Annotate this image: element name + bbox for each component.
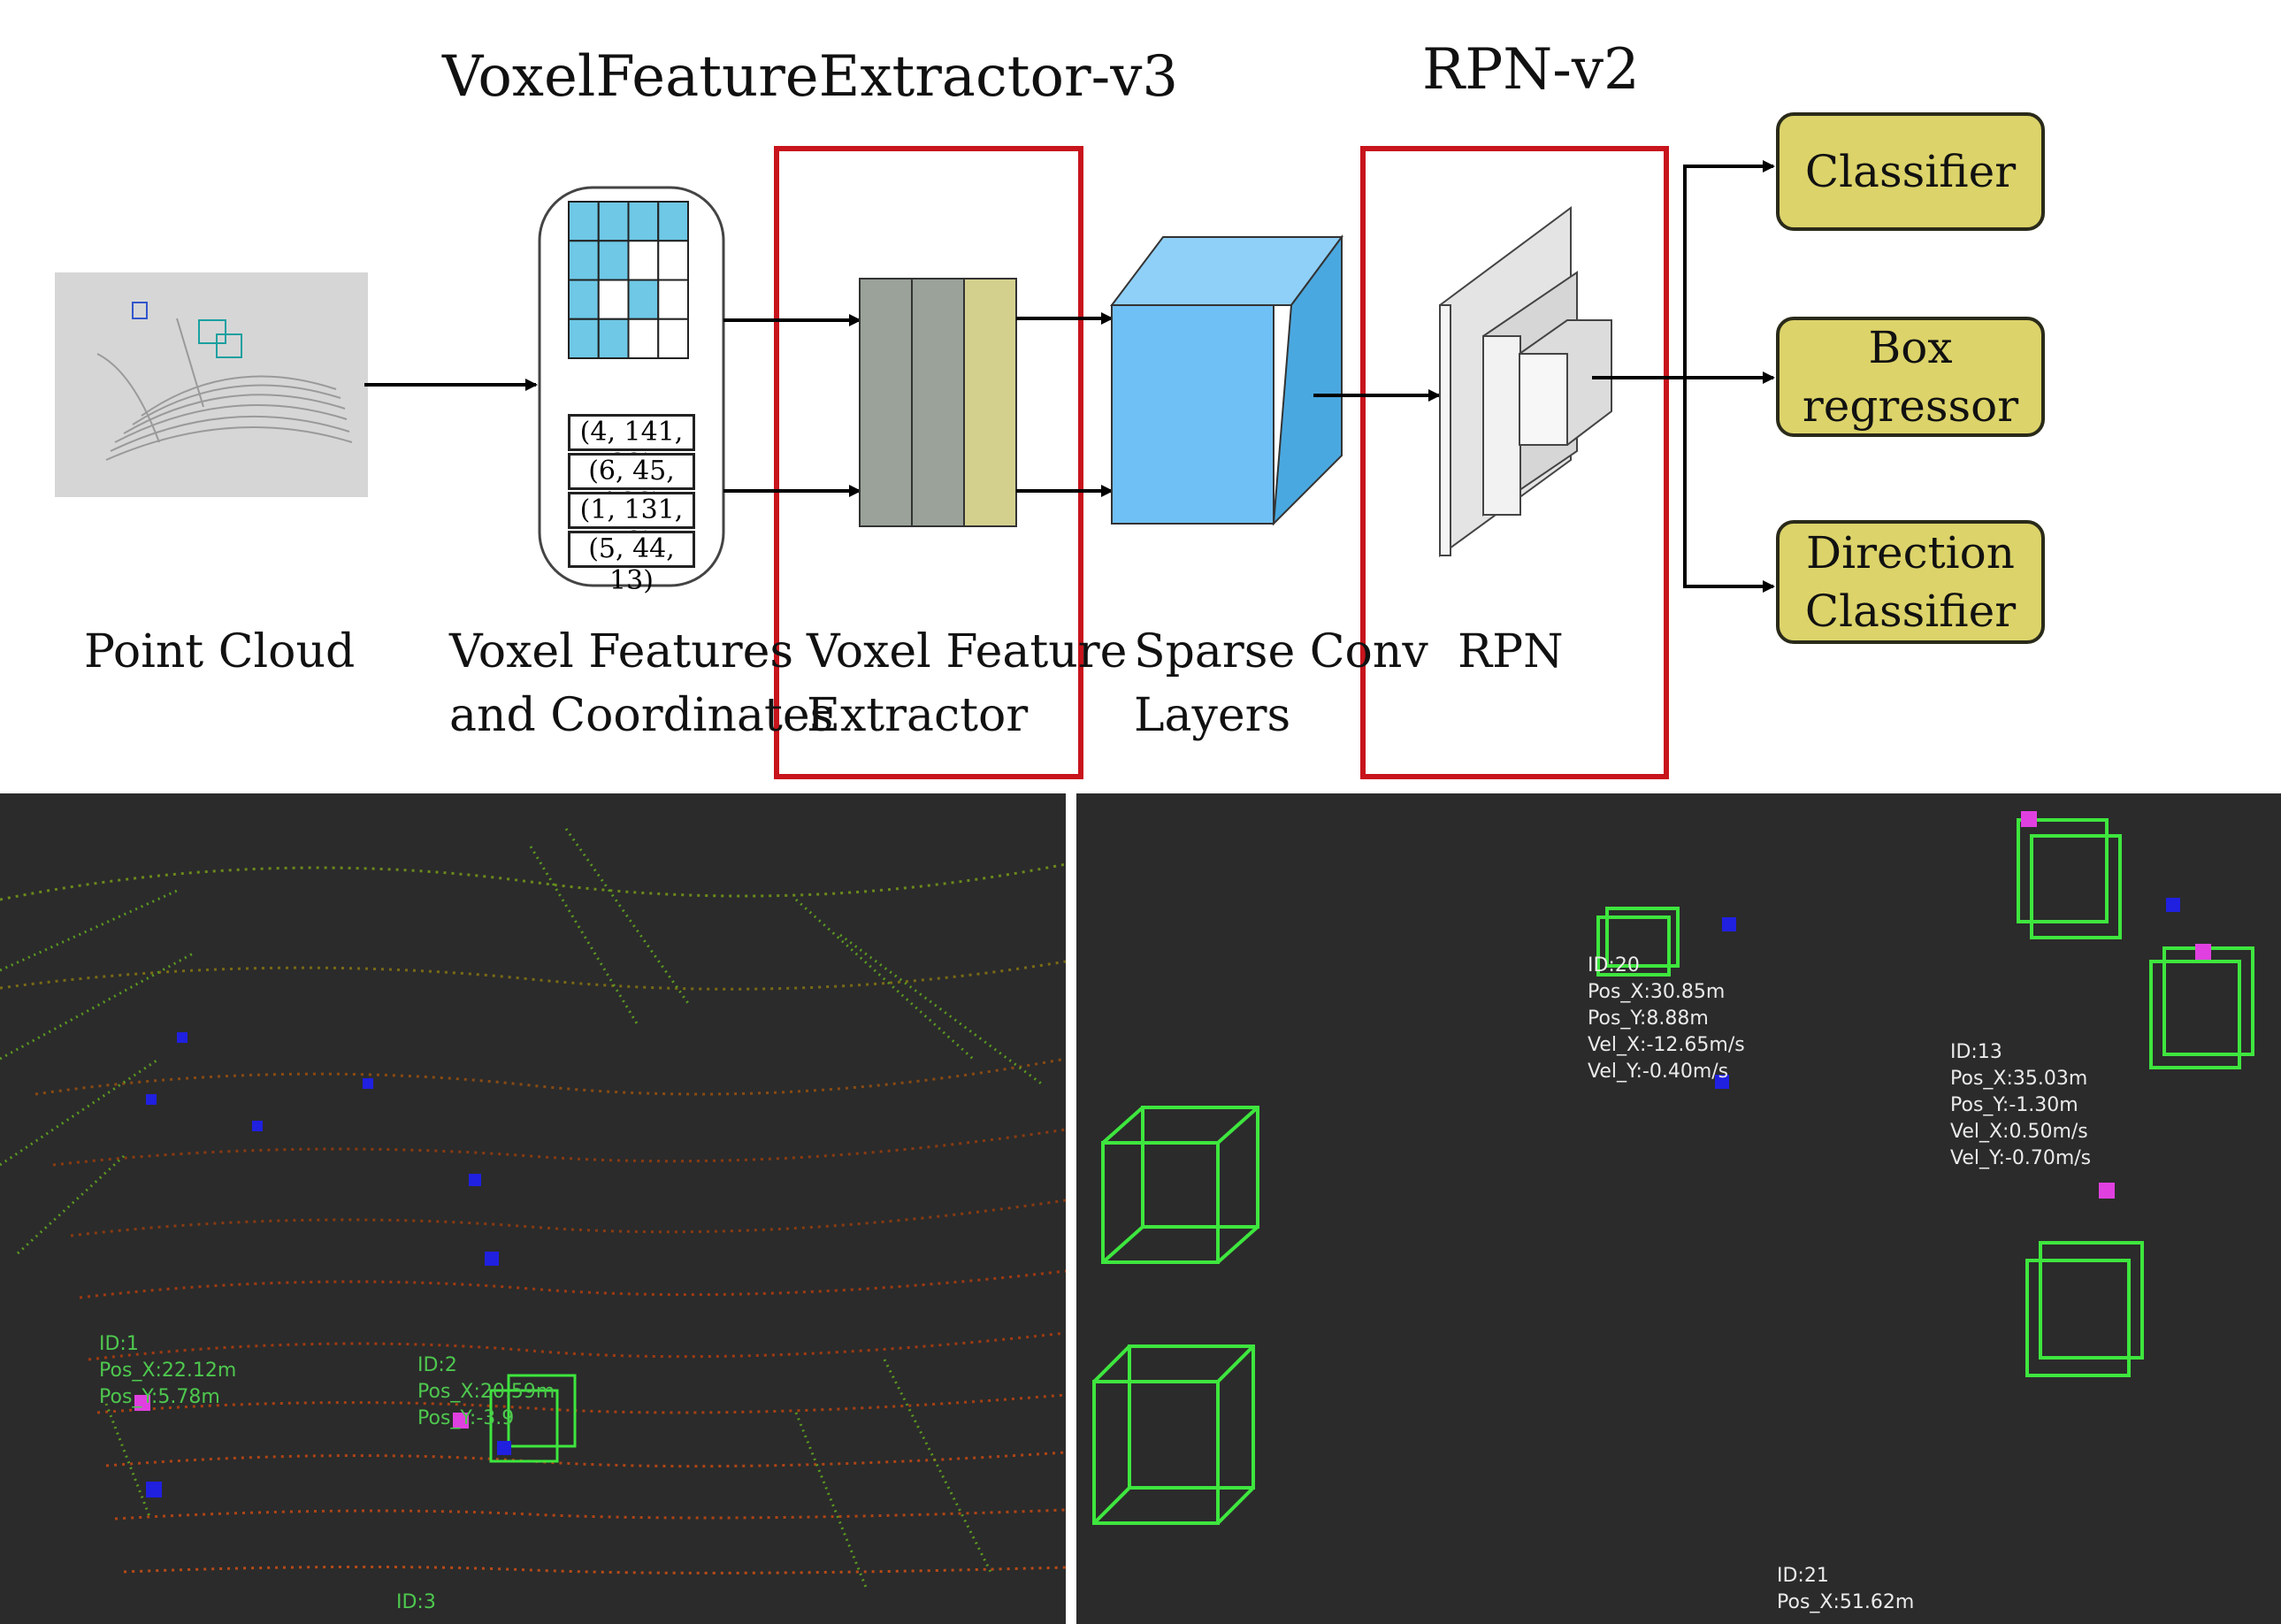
- rpn-highlight-frame: [1360, 146, 1669, 779]
- classifier-label: Classifier: [1804, 146, 2017, 197]
- vfe-label-line1: Voxel Feature: [807, 625, 1128, 678]
- direction-classifier-label-line1: Direction: [1806, 527, 2015, 578]
- lidar-scan-left: [0, 828, 1066, 1590]
- vfe-title: VoxelFeatureExtractor-v3: [442, 44, 1179, 110]
- box-regressor-label: Box regressor: [1802, 322, 2019, 432]
- direction-classifier-label-line2: Classifier: [1804, 586, 2017, 637]
- track-tag-3: ID:3: [396, 1591, 436, 1613]
- voxel-features-label-line2: and Coordinates: [449, 689, 834, 742]
- tracking-boxes-right: [1092, 811, 2254, 1525]
- voxel-grid: [568, 201, 689, 359]
- vfe-highlight-frame: [774, 146, 1083, 779]
- sparse-conv-label-line1: Sparse Conv: [1134, 625, 1428, 678]
- sparse-conv-label-line2: Layers: [1134, 689, 1291, 742]
- vfe-label-line2: Extractor: [807, 689, 1029, 742]
- coordinate-entry: (1, 131, 52): [568, 492, 695, 557]
- coordinate-entry: (6, 45, 166): [568, 453, 695, 518]
- classifier-box: Classifier: [1776, 112, 2045, 231]
- point-cloud-label: Point Cloud: [84, 625, 356, 678]
- direction-classifier-box: Direction Classifier: [1776, 520, 2045, 644]
- rpn-title: RPN-v2: [1422, 37, 1640, 103]
- vfe-block: [859, 278, 1017, 527]
- coordinate-entry: (5, 44, 13): [568, 531, 695, 596]
- panel-divider: [1066, 793, 1076, 1624]
- rpn-label: RPN: [1458, 625, 1564, 678]
- voxel-features-label-line1: Voxel Features: [449, 625, 794, 678]
- box-regressor-box: Box regressor: [1776, 317, 2045, 437]
- sparse-conv-cube: [1109, 234, 1343, 526]
- rpn-block: [1439, 206, 1612, 557]
- coordinate-entry: (4, 141, 32): [568, 414, 695, 479]
- point-cloud-thumbnail: [55, 272, 368, 497]
